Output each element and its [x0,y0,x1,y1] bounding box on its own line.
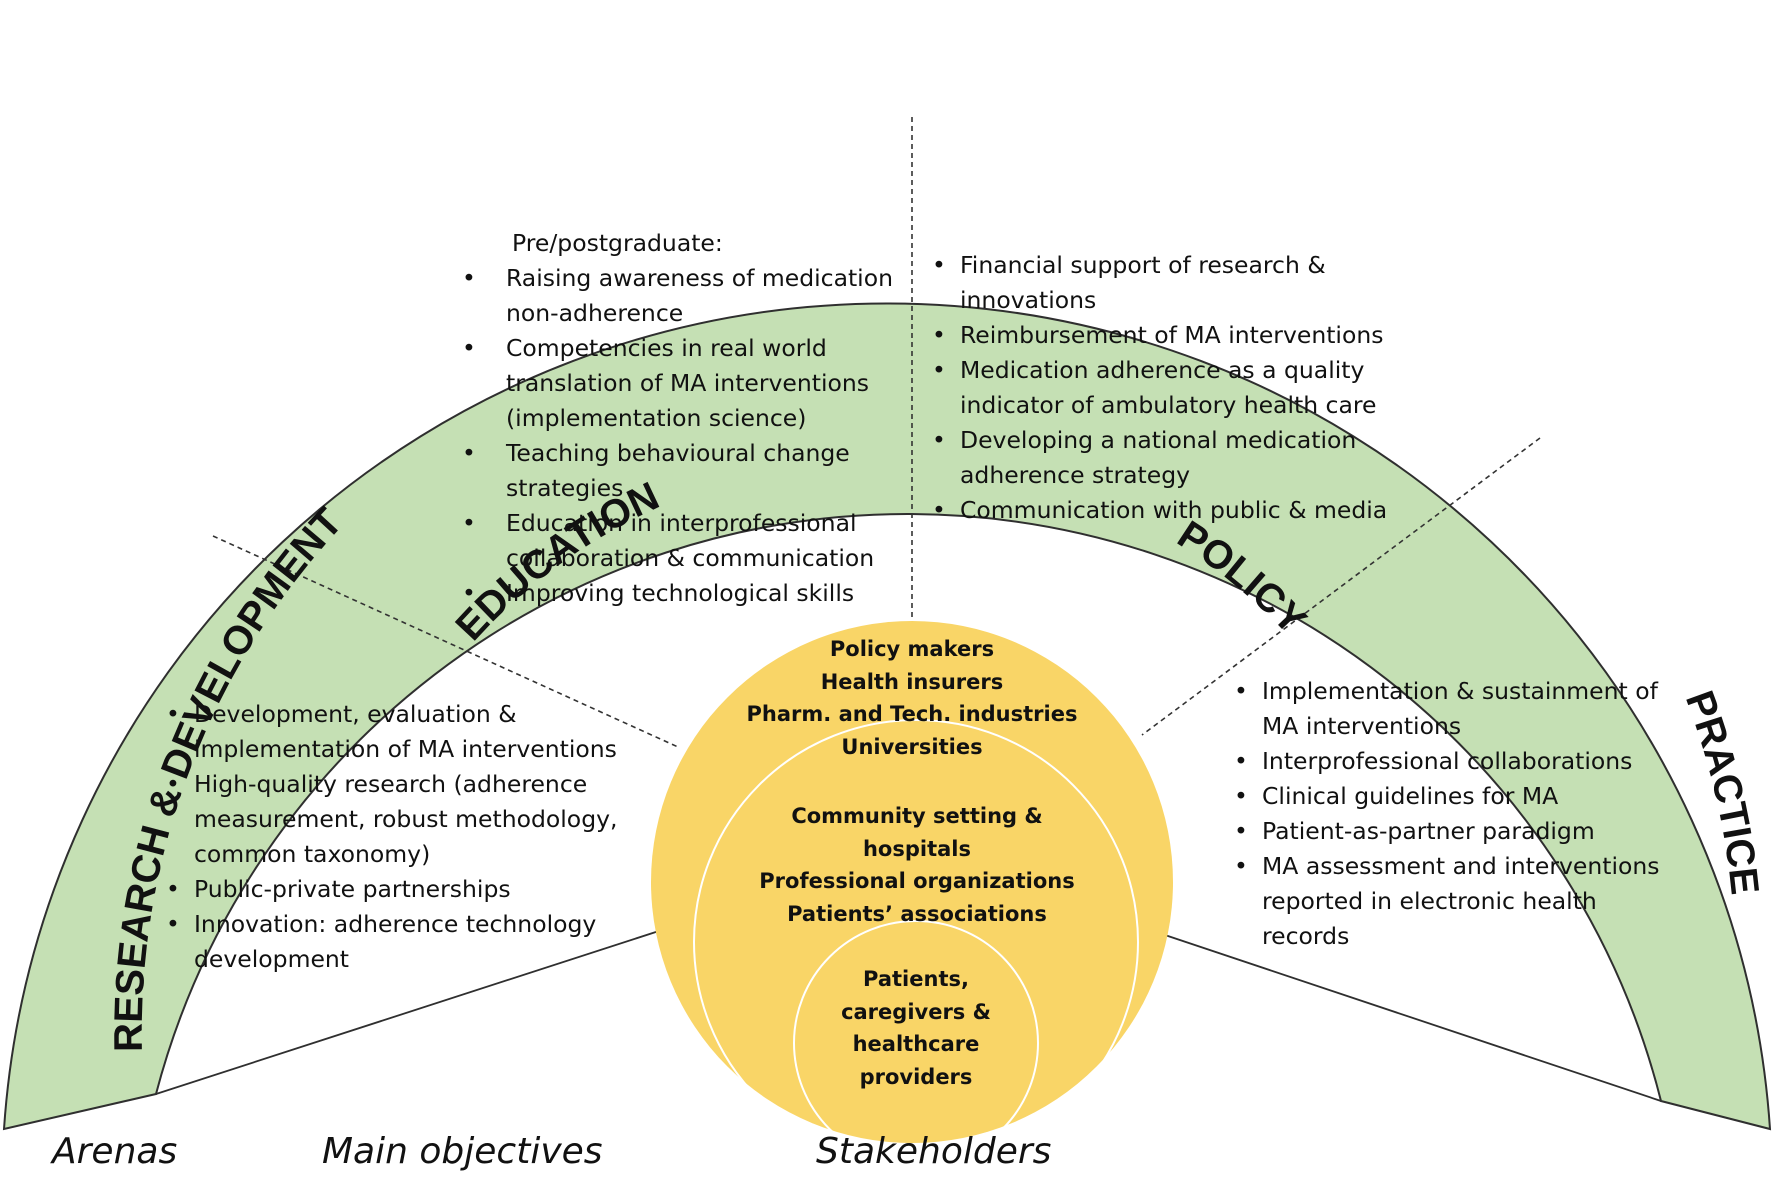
policy-list: Financial support of research & innovati… [928,248,1388,528]
list-item: Raising awareness of medication non-adhe… [456,261,906,331]
stakeholder-line: Health insurers [820,669,1004,694]
stakeholder-line: Universities [841,734,983,759]
education-heading: Pre/postgraduate: [512,229,723,257]
stakeholder-line: Policy makers [829,637,995,661]
list-item: Financial support of research & innovati… [928,248,1388,318]
stakeholders-middle: Community setting & hospitals Profession… [722,800,1112,930]
stakeholder-line: caregivers & [841,999,991,1024]
stakeholder-line: Pharm. and Tech. industries [746,702,1078,726]
stakeholder-line: Community setting & [791,804,1043,828]
objectives-education: Pre/postgraduate: Raising awareness of m… [456,226,906,611]
stakeholder-circle-outer [651,621,1173,1143]
list-item: Innovation: adherence technology develop… [162,907,642,977]
caption-stakeholders: Stakeholders [816,1131,1052,1172]
list-item: Improving technological skills [456,576,906,611]
list-item: Development, evaluation & implementation… [162,697,642,767]
list-item: Interprofessional collaborations [1230,744,1670,779]
list-item: Developing a national medication adheren… [928,423,1388,493]
stakeholder-line: healthcare [852,1032,980,1056]
practice-list: Implementation & sustainment of MA inter… [1230,674,1670,954]
list-item: Public-private partnerships [162,872,642,907]
list-item: MA assessment and interventions reported… [1230,849,1670,954]
objectives-policy: Financial support of research & innovati… [928,248,1388,528]
list-item: Implementation & sustainment of MA inter… [1230,674,1670,744]
stakeholder-line: Professional organizations [759,869,1075,893]
stakeholder-line: Patients, [863,967,969,991]
list-item: Communication with public & media [928,493,1388,528]
list-item: Teaching behavioural change strategies [456,436,906,506]
caption-main-objectives: Main objectives [322,1131,603,1172]
list-item: Clinical guidelines for MA [1230,779,1670,814]
research-list: Development, evaluation & implementation… [162,697,642,977]
list-item: High-quality research (adherence measure… [162,767,642,872]
stakeholder-line: hospitals [862,836,971,861]
education-list: Raising awareness of medication non-adhe… [456,261,906,611]
caption-arenas: Arenas [52,1131,178,1172]
list-item: Reimbursement of MA interventions [928,318,1388,353]
base-line-right [1149,929,1662,1102]
objectives-research: Development, evaluation & implementation… [162,697,642,977]
list-item: Education in interprofessional collabora… [456,506,906,576]
stakeholder-line: providers [859,1064,973,1089]
objectives-practice: Implementation & sustainment of MA inter… [1230,674,1670,954]
stakeholders-inner: Patients, caregivers & healthcare provid… [816,963,1016,1093]
stakeholder-line: Patients’ associations [787,901,1047,926]
list-item: Patient-as-partner paradigm [1230,814,1670,849]
list-item: Medication adherence as a quality indica… [928,353,1388,423]
stakeholders-outer: Policy makers Health insurers Pharm. and… [712,633,1112,763]
list-item: Competencies in real world translation o… [456,331,906,436]
divider-right [1141,437,1541,736]
stakeholder-circle-inner [793,920,1039,1166]
